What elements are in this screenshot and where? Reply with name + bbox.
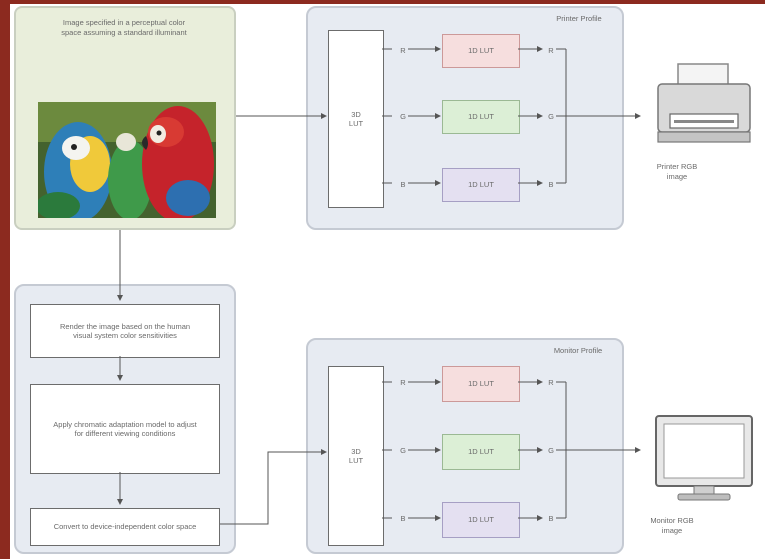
process-step-convert: Convert to device-independent color spac… [30, 508, 220, 546]
process-step-adapt: Apply chromatic adaptation model to adju… [30, 384, 220, 474]
monitor-3d-lut: 3D LUT [328, 366, 384, 546]
source-image-panel: Image specified in a perceptual color sp… [14, 6, 236, 230]
process-panel: Render the image based on the human visu… [14, 284, 236, 554]
process-step-render-label: Render the image based on the human visu… [59, 321, 191, 341]
process-step-render: Render the image based on the human visu… [30, 304, 220, 358]
monitor-1d-lut-g-label: 1D LUT [468, 447, 494, 457]
monitor-channel-out-g: G [548, 446, 554, 455]
left-frame-bar [0, 0, 10, 559]
printer-channel-out-g: G [548, 112, 554, 121]
monitor-1d-lut-b: 1D LUT [442, 502, 520, 538]
printer-profile-title: Printer Profile [556, 14, 602, 23]
monitor-channel-in-b: B [400, 514, 406, 523]
printer-1d-lut-g-label: 1D LUT [468, 112, 494, 122]
monitor-3d-lut-label: 3D LUT [348, 446, 364, 466]
printer-channel-out-b: B [548, 180, 554, 189]
monitor-1d-lut-r: 1D LUT [442, 366, 520, 402]
printer-1d-lut-g: 1D LUT [442, 100, 520, 134]
process-step-convert-label: Convert to device-independent color spac… [53, 522, 197, 532]
printer-channel-out-r: R [548, 46, 554, 55]
process-step-adapt-label: Apply chromatic adaptation model to adju… [53, 419, 197, 439]
printer-output-label: Printer RGB image [656, 162, 698, 181]
printer-1d-lut-r-label: 1D LUT [468, 46, 494, 56]
printer-profile-panel: Printer Profile 3D LUT R G B 1D LUT 1D L… [306, 6, 624, 230]
monitor-channel-out-b: B [548, 514, 554, 523]
parrot-photo [38, 102, 216, 218]
source-caption: Image specified in a perceptual color sp… [61, 18, 187, 37]
monitor-1d-lut-b-label: 1D LUT [468, 515, 494, 525]
printer-1d-lut-r: 1D LUT [442, 34, 520, 68]
printer-icon [652, 60, 756, 150]
printer-3d-lut-label: 3D LUT [348, 109, 364, 129]
monitor-channel-in-g: G [400, 446, 406, 455]
printer-channel-in-b: B [400, 180, 406, 189]
monitor-1d-lut-r-label: 1D LUT [468, 379, 494, 389]
monitor-output-label: Monitor RGB image [650, 516, 694, 535]
top-frame-bar [0, 0, 765, 4]
printer-channel-in-r: R [400, 46, 406, 55]
monitor-icon [654, 412, 754, 508]
monitor-channel-out-r: R [548, 378, 554, 387]
printer-channel-in-g: G [400, 112, 406, 121]
printer-1d-lut-b-label: 1D LUT [468, 180, 494, 190]
printer-3d-lut: 3D LUT [328, 30, 384, 208]
printer-1d-lut-b: 1D LUT [442, 168, 520, 202]
monitor-profile-panel: Monitor Profile 3D LUT R G B 1D LUT 1D L… [306, 338, 624, 554]
monitor-channel-in-r: R [400, 378, 406, 387]
monitor-profile-title: Monitor Profile [553, 346, 603, 355]
monitor-1d-lut-g: 1D LUT [442, 434, 520, 470]
